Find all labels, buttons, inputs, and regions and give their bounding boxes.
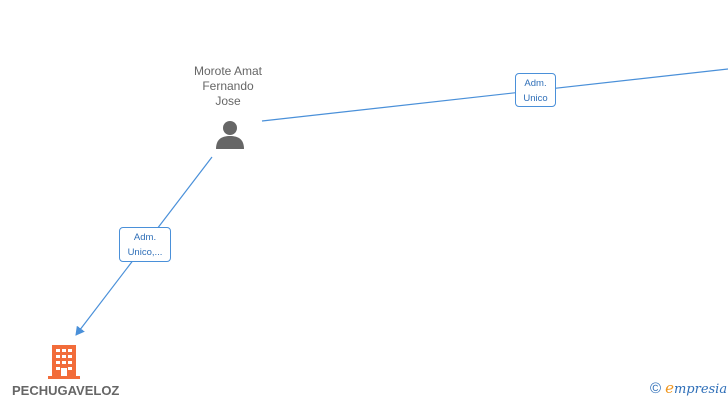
person-name-line: Fernando (202, 79, 254, 93)
brand-logo[interactable]: © empresia (650, 379, 727, 399)
edge-label-line: Adm. (133, 232, 157, 243)
edge-label-line: Unico,... (127, 247, 163, 258)
edge-person-to-right[interactable] (261, 68, 728, 122)
building-icon[interactable] (48, 345, 80, 379)
edge-label-company[interactable]: Adm. Unico,... (119, 227, 171, 262)
brand-rest: mpresia (673, 382, 728, 397)
person-name-line: Jose (215, 94, 241, 108)
company-name[interactable]: PECHUGAVELOZ (12, 383, 120, 398)
copyright-icon: © (650, 380, 662, 397)
brand-wordmark: empresia (665, 379, 727, 399)
edge-label-line: Adm. (524, 78, 547, 89)
edge-label-line: Unico (523, 93, 548, 104)
edge-label-right[interactable]: Adm. Unico (515, 73, 556, 107)
person-name-line: Morote Amat (193, 64, 263, 78)
person-name[interactable]: Morote Amat Fernando Jose (180, 64, 276, 109)
brand-first-letter: e (665, 379, 674, 397)
person-icon[interactable] (214, 120, 246, 150)
